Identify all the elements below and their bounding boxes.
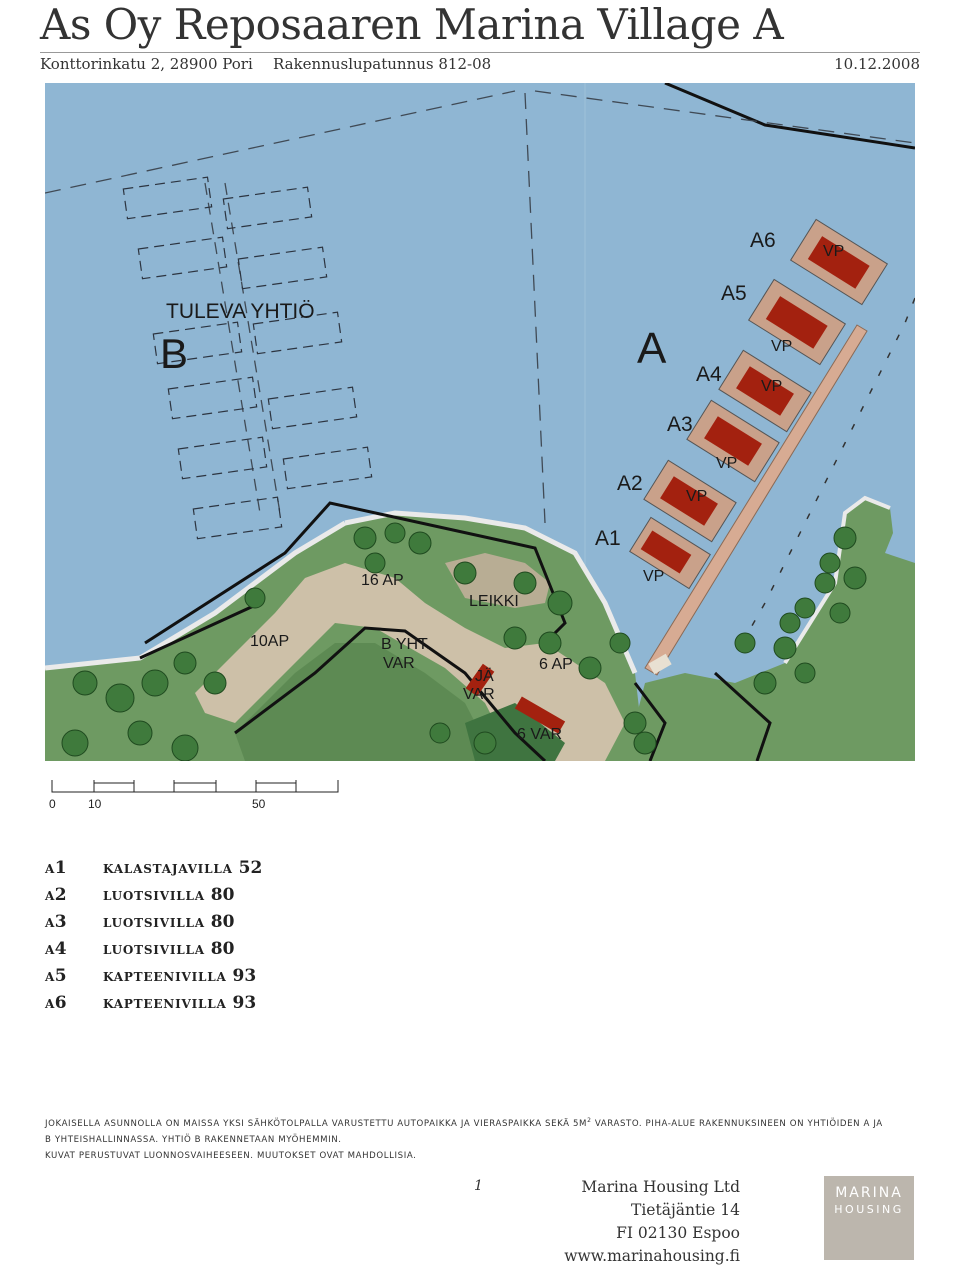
legend-size: 80 (210, 939, 235, 959)
legend-name: luotsivilla (103, 939, 205, 959)
label-a6: A6 (750, 229, 776, 252)
legend-row: a3 luotsivilla 80 (45, 912, 262, 939)
legend-name: kapteenivilla (103, 993, 227, 1013)
legend-row: a1 kalastajavilla 52 (45, 858, 262, 885)
future-docks-b (122, 176, 373, 540)
storage-building (514, 696, 566, 734)
label-vp: VP (643, 568, 664, 585)
legend-size: 80 (210, 912, 235, 932)
scale-bar: 0 10 50 (44, 778, 344, 818)
legend-code: a6 (45, 993, 68, 1013)
villa-a4 (718, 349, 812, 433)
label-vp: VP (761, 378, 782, 395)
land-area-east (625, 498, 915, 761)
logo-text: HOUSING (834, 1203, 904, 1216)
scale-tick-0: 0 (49, 797, 56, 811)
label-leikki: LEIKKI (469, 593, 519, 610)
legend-size: 52 (238, 858, 263, 878)
contact-block: Marina Housing Ltd Tietäjäntie 14 FI 021… (564, 1176, 740, 1268)
street-address: Tietäjäntie 14 (631, 1201, 740, 1219)
document-date: 10.12.2008 (834, 55, 920, 73)
permit-number: Rakennuslupatunnus 812-08 (273, 55, 492, 73)
note-line-3: kuvat perustuvat luonnosvaiheeseen. muut… (45, 1150, 417, 1161)
marina-housing-logo: MARINA HOUSING (824, 1176, 914, 1260)
label-b-yht: B YHT. (381, 636, 431, 653)
legend-name: luotsivilla (103, 912, 205, 932)
label-vp: VP (771, 338, 792, 355)
pier (644, 324, 868, 676)
label-var: VAR (383, 655, 415, 672)
label-6-var: 6 VAR (517, 726, 562, 743)
legend-name: kapteenivilla (103, 966, 227, 986)
label-vp: VP (716, 455, 737, 472)
legend-code: a3 (45, 912, 68, 932)
legend-row: a6 kapteenivilla 93 (45, 993, 262, 1020)
label-block-a: A (637, 324, 667, 373)
label-16-ap: 16 AP (361, 572, 404, 589)
note-text: jokaisella asunnolla on maissa yksi sähk… (45, 1118, 588, 1129)
label-tuleva-yhtio: TULEVA YHTIÖ (166, 300, 315, 323)
company-name: Marina Housing Ltd (581, 1178, 740, 1196)
address: Konttorinkatu 2, 28900 Pori (40, 55, 253, 73)
legend-code: a2 (45, 885, 68, 905)
villa-a6 (789, 218, 889, 306)
note-superscript: 2 (587, 1117, 592, 1124)
label-var: VAR (463, 686, 495, 703)
scale-tick-50: 50 (252, 797, 266, 811)
villa-a2 (643, 459, 737, 543)
site-plan-map: TULEVA YHTIÖ B A A1 A2 A3 A4 A5 A6 VP VP… (45, 83, 915, 761)
villa-legend: a1 kalastajavilla 52 a2 luotsivilla 80 a3 l… (45, 858, 262, 1020)
label-a3: A3 (667, 413, 693, 436)
villa-a5 (747, 278, 847, 366)
label-a2: A2 (617, 472, 643, 495)
header-rule (40, 52, 920, 53)
postal-address: FI 02130 Espoo (616, 1224, 740, 1242)
note-line-2: b yhteishallinnassa. yhtiö b rakennetaan… (45, 1134, 342, 1145)
note-text: varasto. piha-alue rakennuksineen on yht… (591, 1118, 883, 1129)
label-ja: JÄ (475, 667, 494, 685)
label-6-ap: 6 AP (539, 656, 573, 673)
villa-a1 (629, 516, 711, 590)
legend-size: 80 (210, 885, 235, 905)
legend-row: a4 luotsivilla 80 (45, 939, 262, 966)
legend-code: a1 (45, 858, 68, 878)
legend-size: 93 (232, 966, 257, 986)
label-a4: A4 (696, 363, 722, 386)
scale-tick-10: 10 (88, 797, 102, 811)
legend-name: luotsivilla (103, 885, 205, 905)
villa-a3 (686, 399, 780, 483)
website-link[interactable]: www.marinahousing.fi (564, 1247, 740, 1265)
label-vp: VP (686, 488, 707, 505)
label-block-b: B (160, 330, 188, 377)
label-10ap: 10AP (250, 633, 289, 650)
document-title: As Oy Reposaaren Marina Village A (40, 0, 784, 49)
label-a5: A5 (721, 282, 747, 305)
note-line-1: jokaisella asunnolla on maissa yksi sähk… (45, 1113, 925, 1132)
legend-size: 93 (232, 993, 257, 1013)
label-a1: A1 (595, 527, 621, 550)
trees (61, 522, 867, 761)
logo-text: MARINA (835, 1185, 903, 1201)
legend-code: a5 (45, 966, 68, 986)
legend-row: a5 kapteenivilla 93 (45, 966, 262, 993)
legend-name: kalastajavilla (103, 858, 233, 878)
storage-building (465, 663, 495, 697)
notes: jokaisella asunnolla on maissa yksi sähk… (45, 1113, 925, 1164)
page-number: 1 (474, 1178, 483, 1194)
label-vp: VP (823, 243, 844, 260)
legend-row: a2 luotsivilla 80 (45, 885, 262, 912)
legend-code: a4 (45, 939, 68, 959)
